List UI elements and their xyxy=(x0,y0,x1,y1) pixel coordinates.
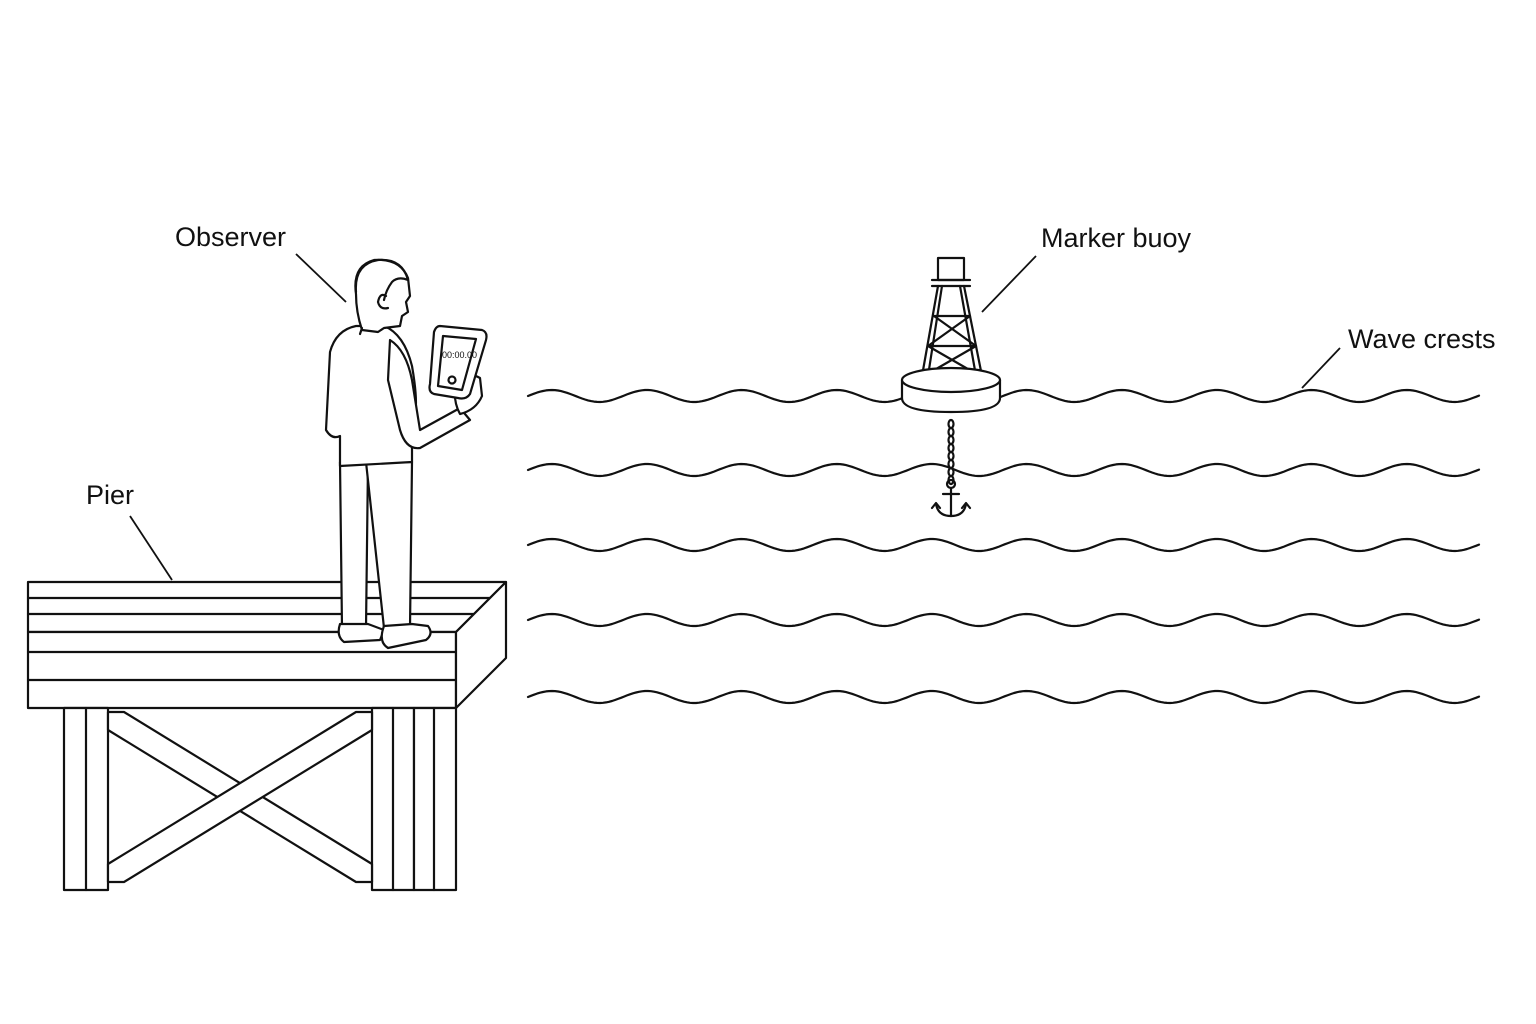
buoy-top xyxy=(936,256,966,282)
buoy-leader-line xyxy=(981,255,1037,313)
observer-shoe-back xyxy=(337,622,386,644)
wave-line xyxy=(526,537,1481,553)
record-button-icon xyxy=(447,375,457,385)
chain-link xyxy=(947,450,955,462)
chain-link xyxy=(947,442,955,454)
timer-device: 00:00.00 xyxy=(428,324,488,400)
tablet-screen xyxy=(436,334,478,392)
chain-link xyxy=(947,426,955,438)
pier-cross-brace xyxy=(106,710,374,884)
pier-deck-top xyxy=(26,580,508,634)
pier-deck-side xyxy=(454,580,508,710)
marker-buoy-label: Marker buoy xyxy=(1041,223,1192,253)
timer-readout: 00:00.00 xyxy=(442,350,477,360)
wave-crests-label: Wave crests xyxy=(1348,324,1496,354)
observer-label: Observer xyxy=(175,222,286,252)
anchor-icon xyxy=(930,478,972,518)
waves-leader-line xyxy=(1301,347,1341,389)
observer-arm xyxy=(386,338,472,450)
wave-crests xyxy=(526,388,1481,705)
observer-leg-back xyxy=(338,460,370,630)
observer-leader-line xyxy=(295,253,347,303)
wave-line xyxy=(526,462,1481,478)
chain-link xyxy=(947,458,955,470)
chain-link xyxy=(947,434,955,446)
tablet-body xyxy=(428,324,488,400)
pier-leader-line xyxy=(129,515,173,581)
observer-shoe-front xyxy=(380,622,432,650)
anchor-chain xyxy=(947,418,955,486)
marker-buoy xyxy=(900,256,1002,518)
wave-line xyxy=(526,388,1481,404)
observer-hair xyxy=(354,258,410,302)
wave-line xyxy=(526,689,1481,705)
buoy-float-top xyxy=(900,366,1002,394)
pier-label: Pier xyxy=(86,480,134,510)
pier xyxy=(26,580,508,892)
chain-link xyxy=(947,418,955,430)
wave-line xyxy=(526,612,1481,628)
